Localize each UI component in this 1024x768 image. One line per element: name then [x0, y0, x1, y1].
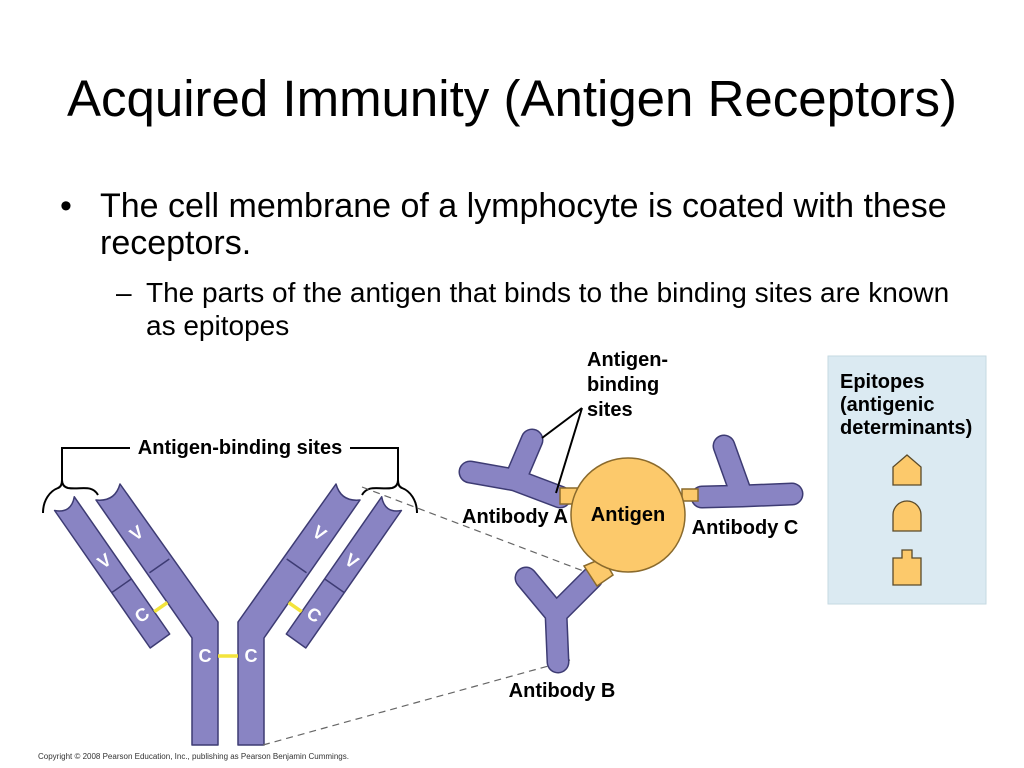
left-light-chain-divider	[111, 578, 132, 594]
zoom-line-top	[361, 486, 587, 573]
callout-line-3: sites	[587, 399, 633, 421]
antibody-b-label: Antibody B	[509, 680, 616, 702]
right-disulfide-bond	[287, 601, 303, 614]
left-binding-site-brace	[42, 479, 99, 514]
epitope-heading-line-3: determinants)	[840, 417, 972, 439]
left-heavy-chain-divider	[149, 558, 170, 574]
callout-line-1: Antigen-	[587, 349, 668, 371]
right-light-chain	[285, 496, 403, 649]
bracket-label: Antigen-binding sites	[138, 437, 342, 459]
right-heavy-constant-label: C	[245, 646, 258, 666]
callout-line-2: binding	[587, 374, 659, 396]
antigen-body	[570, 457, 686, 573]
sub-bullet-marker: –	[116, 277, 132, 308]
slide-title: Acquired Immunity (Antigen Receptors)	[66, 70, 958, 127]
right-binding-site-brace	[361, 479, 418, 514]
antibody-a	[458, 428, 572, 509]
left-heavy-chain	[95, 483, 219, 746]
epitope-pentagon-shape	[892, 454, 922, 486]
y-antibody: V C V C C V V C Antigen-binding sites	[42, 437, 418, 746]
antigen-epitope-right	[681, 488, 699, 502]
left-disulfide-bond	[153, 601, 169, 614]
left-light-chain	[53, 496, 171, 649]
epitope-notched-shape	[892, 549, 922, 586]
zoom-line-bottom	[262, 659, 571, 746]
binding-sites-bracket	[61, 447, 399, 480]
bullet-text: The cell membrane of a lymphocyte is coa…	[100, 187, 947, 262]
antibody-c	[690, 434, 804, 509]
right-heavy-chain-divider	[286, 558, 307, 574]
copyright-footer: Copyright © 2008 Pearson Education, Inc.…	[38, 752, 349, 761]
antigen: Antigen	[559, 457, 699, 588]
sub-bullet-text: The parts of the antigen that binds to t…	[146, 277, 950, 341]
right-heavy-chain	[237, 483, 361, 746]
epitope-rounded-shape	[892, 500, 922, 532]
antigen-label: Antigen	[591, 504, 665, 526]
right-light-chain-divider	[324, 578, 345, 594]
antibody-a-label: Antibody A	[462, 506, 568, 528]
bullet-marker: •	[60, 187, 72, 225]
epitope-box: Epitopes (antigenic determinants)	[827, 355, 987, 605]
binding-sites-callout-lines	[541, 407, 583, 494]
antibody-c-label: Antibody C	[692, 517, 799, 539]
epitope-heading-line-2: (antigenic	[840, 394, 934, 416]
epitope-heading-line-1: Epitopes	[840, 371, 924, 393]
left-heavy-constant-label: C	[199, 646, 212, 666]
antibody-b	[514, 566, 604, 674]
